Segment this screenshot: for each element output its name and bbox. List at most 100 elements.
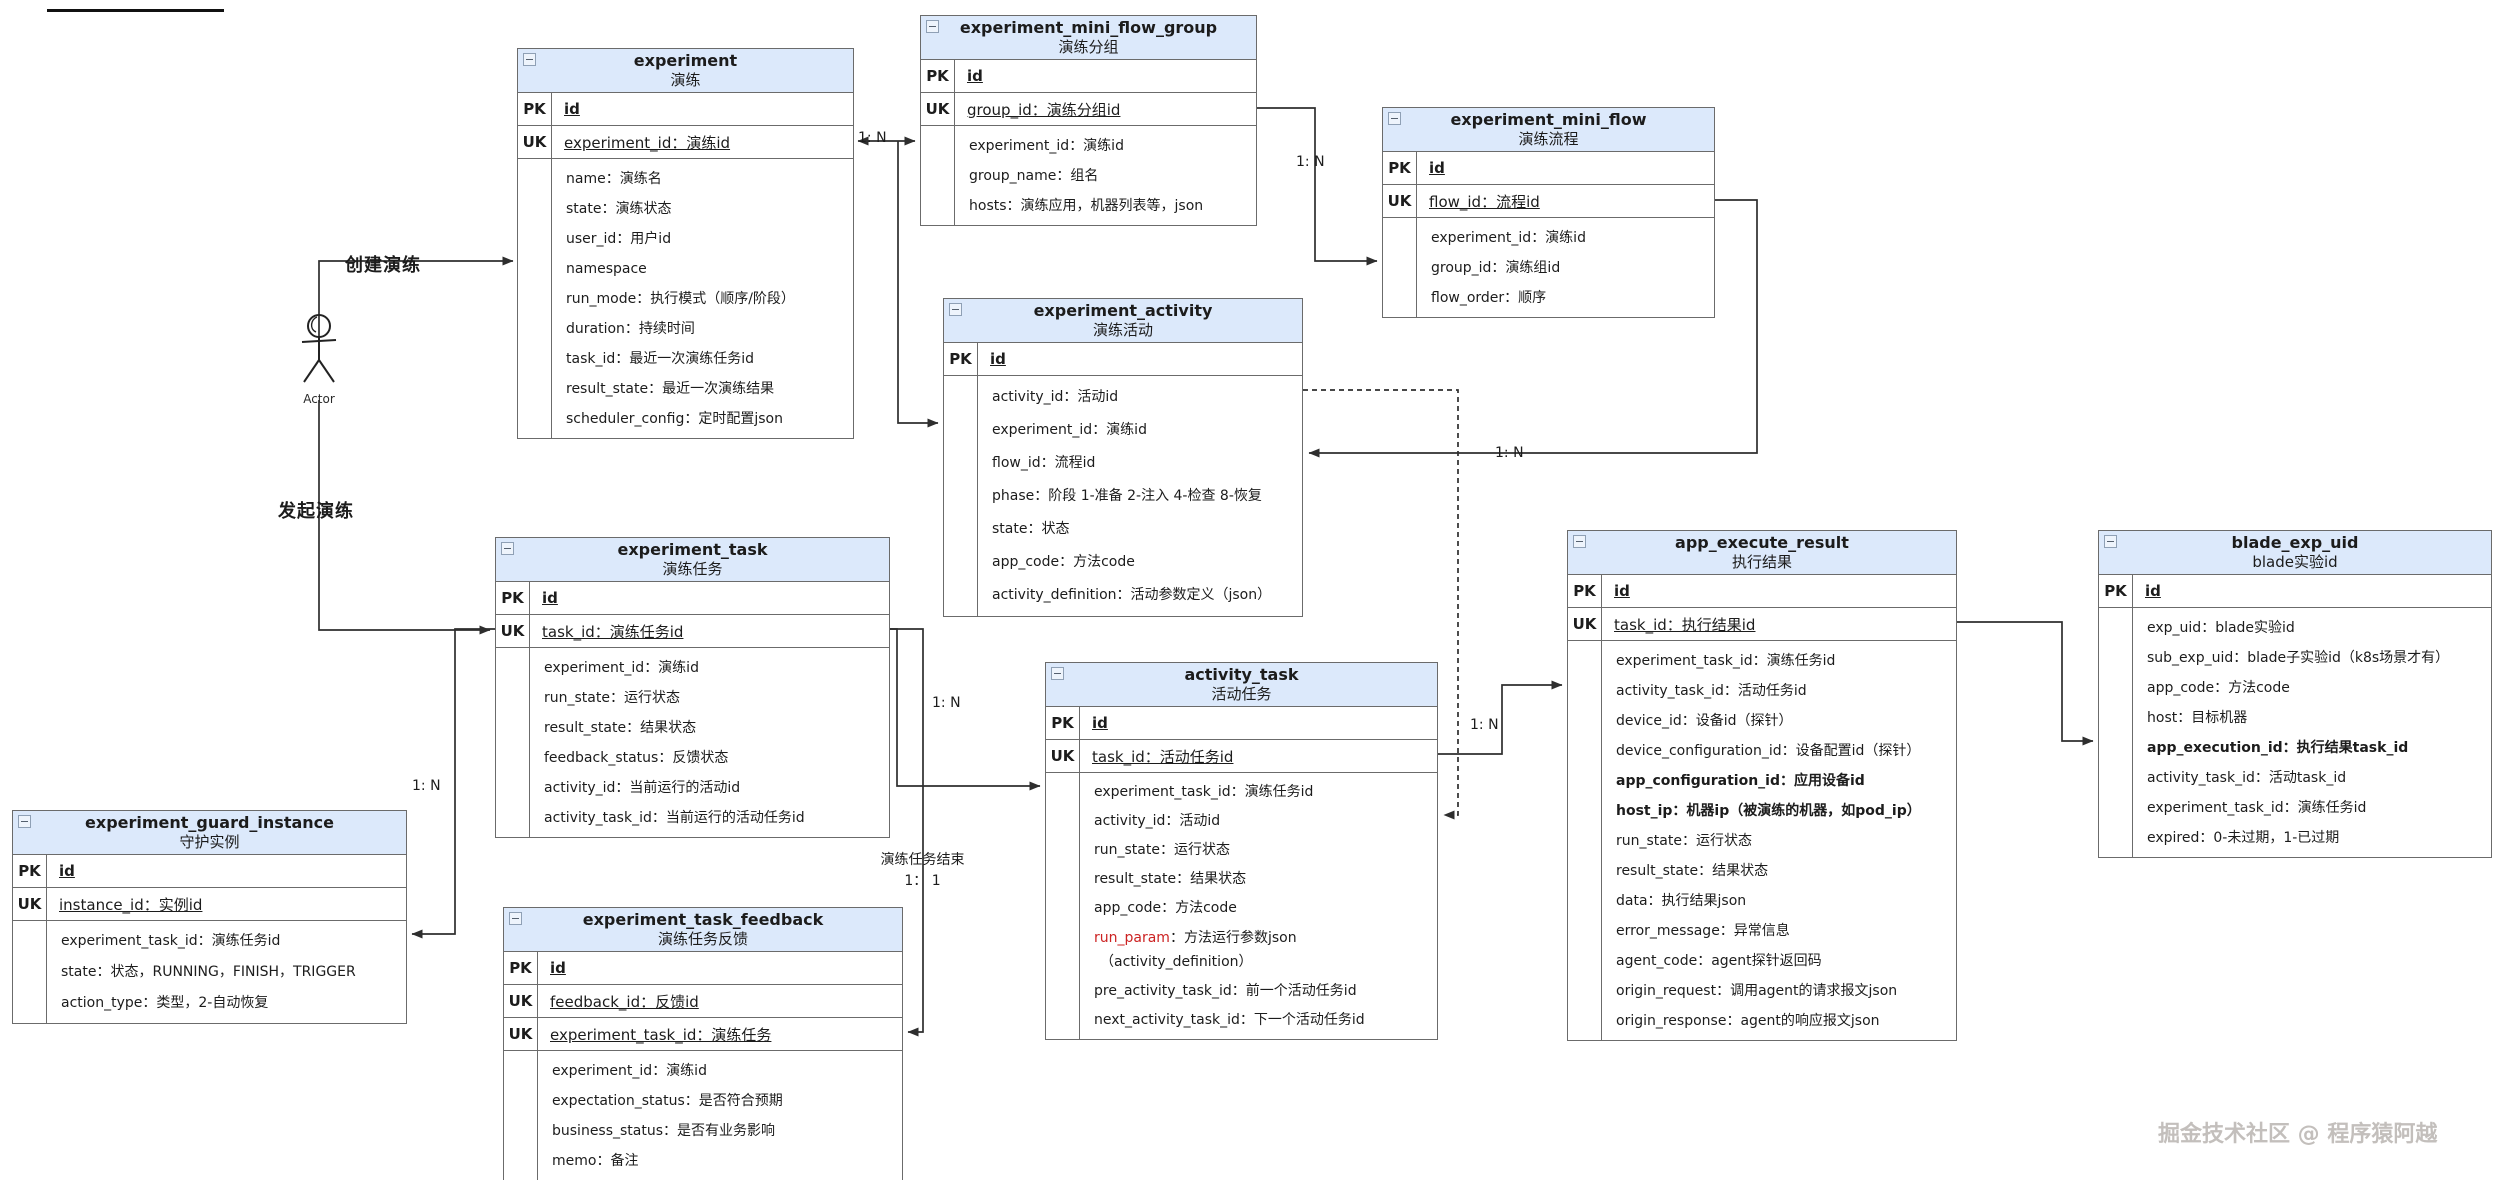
table-title-cn: 演练任务反馈 bbox=[657, 930, 748, 949]
table-title-cn: 执行结果 bbox=[1731, 553, 1792, 572]
key-value: instance_id：实例id bbox=[59, 895, 203, 914]
field-row-continuation: （activity_definition） bbox=[1100, 954, 1253, 970]
field-row: device_configuration_id：设备配置id（探针） bbox=[1616, 743, 1921, 759]
field-row: experiment_task_id：演练任务id bbox=[1094, 784, 1314, 800]
key-value: flow_id：流程id bbox=[1429, 192, 1540, 211]
key-type-cell: PK bbox=[1383, 152, 1417, 184]
cardinality-label: 演练任务结束 1： 1 bbox=[880, 852, 965, 889]
field-row: hosts：演练应用，机器列表等，json bbox=[969, 198, 1204, 214]
key-value-cell: id bbox=[1417, 152, 1445, 184]
key-column-spacer bbox=[496, 648, 530, 837]
key-type-cell: UK bbox=[504, 985, 538, 1017]
field-row: experiment_task_id：演练任务id bbox=[2147, 800, 2367, 816]
collapse-icon bbox=[2104, 535, 2117, 548]
top-left-artifact-line bbox=[47, 9, 224, 12]
field-row: agent_code：agent探针返回码 bbox=[1616, 953, 1822, 969]
key-value-cell: id bbox=[47, 855, 75, 887]
field-row: origin_response：agent的响应报文json bbox=[1616, 1013, 1880, 1029]
table-title-cn: 演练活动 bbox=[1092, 321, 1153, 340]
key-value-cell: feedback_id：反馈id bbox=[538, 985, 699, 1017]
key-value: id bbox=[967, 67, 983, 85]
actor-figure: Actor bbox=[293, 305, 345, 406]
connector-task-to-activity-task bbox=[890, 628, 1041, 791]
key-column-spacer bbox=[921, 126, 955, 225]
field-row: app_configuration_id：应用设备id bbox=[1616, 773, 1865, 789]
key-value-cell: flow_id：流程id bbox=[1417, 185, 1540, 217]
field-row: app_execution_id：执行结果task_id bbox=[2147, 740, 2409, 756]
key-type-cell: PK bbox=[518, 93, 552, 125]
connector-task-to-feedback bbox=[890, 628, 924, 1037]
table-title-en: app_execute_result bbox=[1675, 533, 1849, 553]
field-row: result_state：最近一次演练结果 bbox=[566, 381, 775, 397]
field-row: exp_uid：blade实验id bbox=[2147, 620, 2295, 636]
key-type-cell: UK bbox=[1046, 740, 1080, 772]
field-row: memo：备注 bbox=[552, 1153, 639, 1169]
table-title-en: experiment_mini_flow_group bbox=[959, 18, 1218, 38]
key-value: task_id：执行结果id bbox=[1614, 615, 1756, 634]
field-row: group_id：演练组id bbox=[1431, 260, 1561, 276]
cardinality-label: 1: N bbox=[412, 778, 441, 794]
table-title-en: blade_exp_uid bbox=[2231, 533, 2359, 553]
cardinality-label: 1: N bbox=[932, 695, 961, 711]
field-row: task_id：最近一次演练任务id bbox=[566, 351, 755, 367]
collapse-icon bbox=[1388, 112, 1401, 125]
launch-experiment-label: 发起演练 bbox=[278, 501, 354, 522]
field-row: experiment_id：演练id bbox=[552, 1063, 707, 1079]
field-row: activity_task_id：活动任务id bbox=[1616, 683, 1807, 699]
field-row: scheduler_config：定时配置json bbox=[566, 411, 783, 427]
key-type-cell: PK bbox=[504, 952, 538, 984]
table-title-cn: 演练 bbox=[670, 71, 701, 90]
key-type-cell: PK bbox=[1568, 575, 1602, 607]
field-row: activity_id：活动id bbox=[992, 389, 1119, 405]
field-row: expired：0-未过期，1-已过期 bbox=[2147, 830, 2340, 846]
field-row: namespace bbox=[566, 261, 647, 277]
field-row: host_ip：机器ip（被演练的机器，如pod_ip） bbox=[1616, 803, 1921, 819]
table-title-en: experiment_guard_instance bbox=[85, 813, 334, 833]
key-value: experiment_task_id：演练任务 bbox=[550, 1025, 772, 1044]
field-row: business_status：是否有业务影响 bbox=[552, 1123, 776, 1139]
key-value: feedback_id：反馈id bbox=[550, 992, 699, 1011]
cardinality-label: 1: N bbox=[1296, 154, 1325, 170]
field-row: experiment_task_id：演练任务id bbox=[1616, 653, 1836, 669]
field-row: next_activity_task_id：下一个活动任务id bbox=[1094, 1012, 1365, 1028]
key-type-cell: UK bbox=[518, 126, 552, 158]
key-column-spacer bbox=[1383, 218, 1417, 317]
collapse-icon bbox=[18, 815, 31, 828]
field-row: state：状态，RUNNING，FINISH，TRIGGER bbox=[61, 964, 356, 980]
key-value-cell: task_id：活动任务id bbox=[1080, 740, 1233, 772]
watermark: 掘金技术社区 @ 程序猿阿越 bbox=[2158, 1122, 2438, 1147]
table-title-en: experiment bbox=[633, 51, 738, 71]
key-column-spacer bbox=[1568, 641, 1602, 1040]
key-value: task_id：活动任务id bbox=[1092, 747, 1234, 766]
key-column-spacer bbox=[504, 1051, 538, 1180]
cardinality-label: 1: N bbox=[858, 130, 887, 146]
field-row: experiment_task_id：演练任务id bbox=[61, 933, 281, 949]
key-value-cell: id bbox=[1080, 707, 1108, 739]
field-row: flow_id：流程id bbox=[992, 455, 1096, 471]
field-row: run_state：运行状态 bbox=[1616, 833, 1752, 849]
collapse-icon bbox=[509, 912, 522, 925]
field-row: activity_task_id：当前运行的活动任务id bbox=[544, 810, 805, 826]
key-value: id bbox=[1614, 582, 1630, 600]
connector-actor-create-experiment bbox=[318, 256, 514, 338]
field-row: result_state：结果状态 bbox=[1616, 863, 1769, 879]
key-type-cell: UK bbox=[1568, 608, 1602, 640]
field-row: phase：阶段 1-准备 2-注入 4-检查 8-恢复 bbox=[992, 488, 1262, 504]
collapse-icon bbox=[949, 303, 962, 316]
